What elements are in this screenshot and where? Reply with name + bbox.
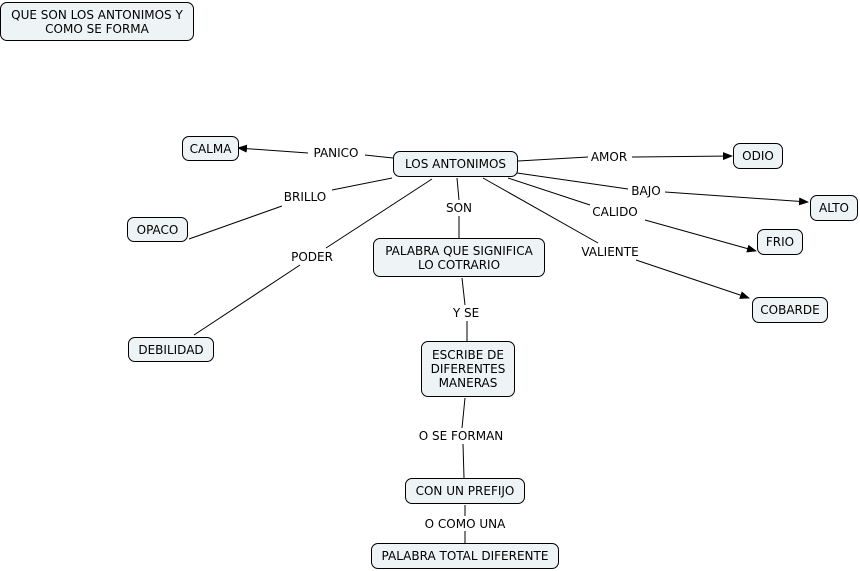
edge-poder-debilidad — [193, 264, 301, 336]
link-label-panico[interactable]: PANICO — [311, 146, 361, 160]
edge-panico-calma — [237, 144, 309, 154]
node-definicion[interactable]: PALABRA QUE SIGNIFICA LO COTRARIO — [373, 238, 545, 277]
node-debilidad[interactable]: DEBILIDAD — [128, 337, 214, 362]
edge-brillo-opaco — [188, 205, 283, 240]
edge-valiente-cobarde — [635, 259, 750, 299]
edge-center-panico — [364, 154, 394, 159]
node-alto[interactable]: ALTO — [810, 192, 858, 221]
link-label-y-se[interactable]: Y SE — [450, 306, 482, 320]
link-label-poder[interactable]: PODER — [289, 250, 335, 264]
link-label-o-se-forman[interactable]: O SE FORMAN — [416, 429, 506, 443]
edge-definicion-yse — [461, 277, 466, 306]
link-label-amor[interactable]: AMOR — [588, 150, 630, 164]
node-con-un-prefijo[interactable]: CON UN PREFIJO — [405, 478, 525, 504]
node-calma[interactable]: CALMA — [182, 133, 239, 161]
link-label-calido[interactable]: CALIDO — [590, 205, 640, 219]
edge-center-amor — [517, 156, 589, 162]
edge-center-valiente — [482, 177, 599, 244]
link-label-son[interactable]: SON — [443, 201, 475, 215]
edge-center-bajo — [516, 172, 629, 190]
title-node[interactable]: QUE SON LOS ANTONIMOS Y COMO SE FORMA — [0, 2, 194, 41]
link-label-bajo[interactable]: BAJO — [629, 184, 663, 198]
edge-amor-odio — [631, 152, 733, 161]
node-cobarde[interactable]: COBARDE — [752, 297, 828, 323]
node-opaco[interactable]: OPACO — [127, 217, 188, 242]
node-palabra-total-diferente[interactable]: PALABRA TOTAL DIFERENTE — [371, 543, 559, 569]
edge-oseforman-prefijo — [462, 443, 465, 479]
node-frio[interactable]: FRIO — [757, 229, 803, 255]
link-label-valiente[interactable]: VALIENTE — [579, 245, 641, 259]
edge-bajo-alto — [664, 191, 809, 206]
edge-center-calido — [507, 177, 591, 206]
node-los-antonimos[interactable]: LOS ANTONIMOS — [393, 151, 518, 177]
link-label-o-como-una[interactable]: O COMO UNA — [422, 517, 508, 531]
edge-calido-frio — [644, 219, 757, 253]
link-label-brillo[interactable]: BRILLO — [281, 190, 329, 204]
edge-escribe-oseforman — [461, 397, 466, 429]
node-odio[interactable]: ODIO — [733, 143, 783, 169]
edge-center-son — [456, 177, 460, 201]
node-escribe[interactable]: ESCRIBE DE DIFERENTES MANERAS — [421, 341, 515, 397]
edge-center-poder — [325, 178, 433, 249]
edge-center-brillo — [331, 177, 393, 191]
